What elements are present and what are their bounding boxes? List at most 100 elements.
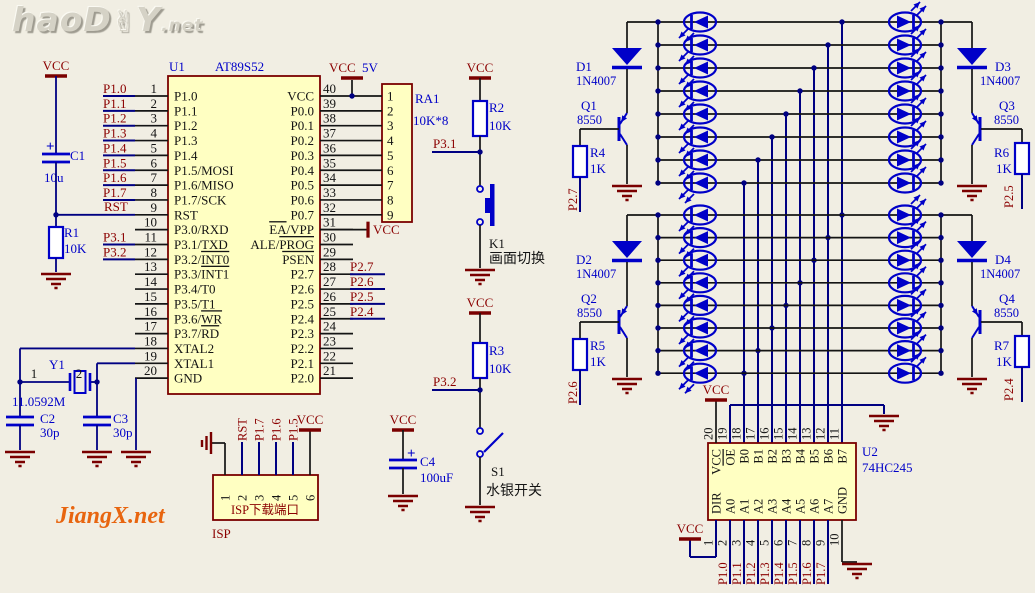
net-label: P1.0 <box>716 562 730 585</box>
isp-title: ISP下载端口 <box>231 503 299 517</box>
hand-icon: ✌ <box>111 5 137 38</box>
led-icon <box>887 204 923 226</box>
shape <box>694 61 708 75</box>
junction-dot <box>811 65 817 71</box>
wire <box>971 326 980 339</box>
arrow-head <box>679 224 686 231</box>
shape: ALE/ <box>250 237 279 252</box>
pin-number: 13 <box>144 259 157 274</box>
pin-label: A0 <box>724 499 738 514</box>
shape <box>897 130 911 144</box>
diode-part: 1N4007 <box>980 267 1020 281</box>
diode-ref: D2 <box>576 252 592 267</box>
led-icon <box>682 204 718 226</box>
r-ref: R6 <box>994 145 1010 160</box>
led-icon <box>887 317 923 339</box>
r-ref: R5 <box>590 338 605 353</box>
pin-label: A2 <box>752 499 766 514</box>
wire <box>971 133 980 146</box>
pin-number: 7 <box>786 540 800 546</box>
pin-label: P2.4 <box>291 311 315 326</box>
pin-number: 10 <box>144 215 157 230</box>
pin-number: 12 <box>814 428 828 441</box>
arrow-head <box>679 146 686 153</box>
diode-part: 1N4007 <box>576 267 616 281</box>
u2-ref: U2 <box>862 444 878 459</box>
shape <box>694 176 708 190</box>
pin-label: P2.0 <box>291 371 314 386</box>
pin-label: P3.7/RD <box>174 326 219 341</box>
net-label: P1.5 <box>287 418 301 441</box>
diode-part: 1N4007 <box>980 74 1020 88</box>
pin-number: 14 <box>144 274 158 289</box>
junction-dot <box>655 42 661 48</box>
junction-dot <box>938 42 944 48</box>
pin-label: P0.2 <box>291 133 314 148</box>
shape <box>897 344 911 358</box>
shape: OE <box>724 449 738 466</box>
pin-label: P1.4 <box>174 148 198 163</box>
u1-chip-body <box>167 75 321 395</box>
shape <box>694 344 708 358</box>
pin-number: 9 <box>387 207 394 222</box>
led-icon <box>682 103 718 125</box>
junction-dot <box>741 180 747 186</box>
arrow-head <box>913 140 920 147</box>
pin-number: 16 <box>144 304 158 319</box>
net-label: P1.3 <box>758 562 772 585</box>
pin-label: A5 <box>794 499 808 514</box>
pin-number: 20 <box>702 428 716 441</box>
arrow-head <box>919 221 926 229</box>
arrow-head <box>913 117 920 124</box>
led-icon <box>887 294 923 316</box>
led-icon <box>682 126 718 148</box>
vcc-label: VCC <box>467 295 494 310</box>
arrow-head <box>679 314 686 322</box>
label: R1 <box>64 225 79 240</box>
junction-dot <box>655 134 661 140</box>
led-icon <box>887 149 923 171</box>
pin-number: 14 <box>786 427 800 440</box>
pin-label: P2.1 <box>291 356 314 371</box>
pin-label: P0.5 <box>291 178 314 193</box>
shape <box>897 276 911 290</box>
arrow-head <box>919 144 926 151</box>
wire <box>483 432 504 453</box>
junction-dot <box>655 111 661 117</box>
junction-dot <box>655 157 661 163</box>
net-label: P1.1 <box>730 562 744 585</box>
q-ref: Q4 <box>999 291 1015 306</box>
arrow-head <box>913 217 920 225</box>
net-label: P2.6 <box>350 274 374 289</box>
label: S1 <box>491 464 505 479</box>
led-icon <box>887 57 923 79</box>
pin-number: 23 <box>323 333 336 348</box>
pin-number: 3 <box>253 495 267 501</box>
pin-number: 1 <box>151 81 158 96</box>
junction-dot <box>783 111 789 117</box>
pin-label: P3.4/T0 <box>174 282 216 297</box>
net-label: P1.6 <box>103 170 127 185</box>
shape <box>694 153 708 167</box>
arrow-head <box>679 247 686 254</box>
diode-icon <box>612 241 642 258</box>
arrow-head <box>679 269 686 277</box>
led-icon <box>682 11 718 33</box>
pin-number: 11 <box>144 230 157 245</box>
junction-dot <box>655 88 661 94</box>
net-label: P1.0 <box>103 81 126 96</box>
shape <box>694 298 708 312</box>
pin-number: 36 <box>323 140 337 155</box>
label: C3 <box>113 411 128 426</box>
pin-number: 7 <box>151 170 158 185</box>
junction-dot <box>938 111 944 117</box>
pin-label: A6 <box>808 499 822 514</box>
pin-number: 6 <box>772 540 786 546</box>
pin-number: 6 <box>304 495 318 501</box>
shape: P3.3/ <box>174 267 201 282</box>
junction-dot <box>655 65 661 71</box>
net-label: P2.7 <box>350 259 374 274</box>
